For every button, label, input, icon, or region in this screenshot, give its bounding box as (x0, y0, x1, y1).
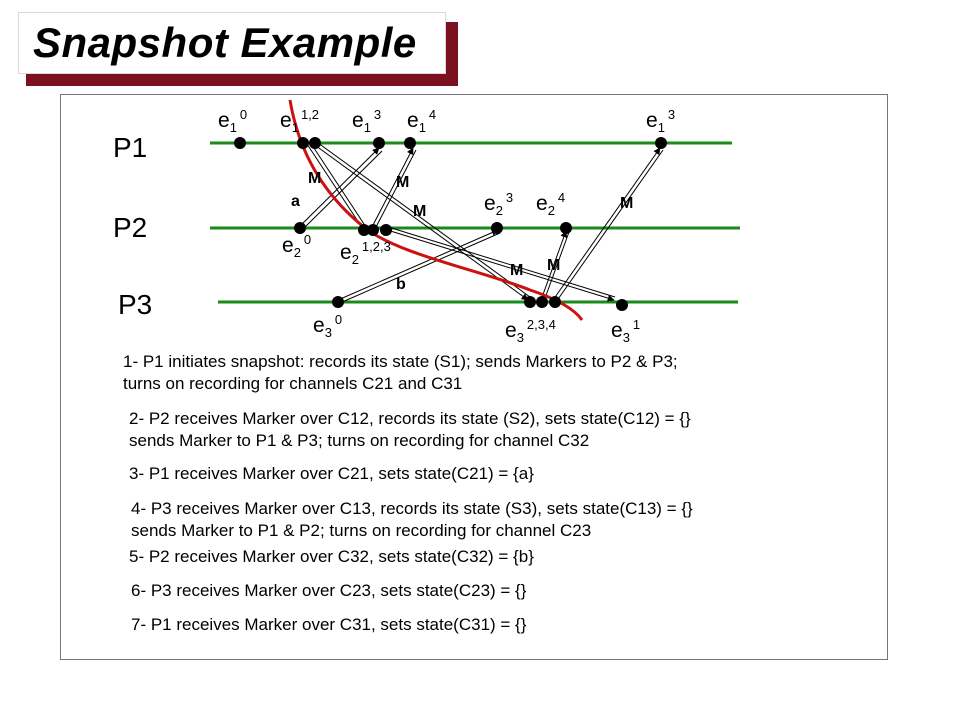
page-title: Snapshot Example (33, 19, 417, 66)
step-5-line-1: 5- P2 receives Marker over C32, sets sta… (129, 547, 534, 566)
label-e3-234: e32,3,4 (505, 317, 556, 345)
event-e3-0 (332, 296, 344, 308)
marker-label-1: M (308, 170, 321, 187)
title-box: Snapshot Example (18, 12, 458, 86)
event-e1-4 (404, 137, 416, 149)
event-e3-4 (549, 296, 561, 308)
step-2-line-1: 2- P2 receives Marker over C12, records … (129, 409, 691, 428)
marker-label-6: M (547, 257, 560, 274)
marker-p3-to-p2 (540, 230, 568, 301)
marker-label-4: M (620, 195, 633, 212)
message-label-b: b (396, 276, 406, 293)
event-e2-1 (358, 224, 370, 236)
marker-p2-to-p1 (371, 147, 414, 228)
label-e1-3b: e13 (646, 107, 675, 135)
event-e1-12a (297, 137, 309, 149)
marker-label-5: M (510, 262, 523, 279)
marker-p3-to-p1 (552, 147, 661, 301)
marker-p1-to-p2 (306, 143, 362, 227)
step-3-line-1: 3- P1 receives Marker over C21, sets sta… (129, 464, 534, 483)
diagram-frame (60, 94, 888, 660)
label-e1-0: e10 (218, 107, 247, 135)
step-7-line-1: 7- P1 receives Marker over C31, sets sta… (131, 615, 527, 634)
step-1-line-1: 1- P1 initiates snapshot: records its st… (123, 352, 678, 371)
event-e1-12b (309, 137, 321, 149)
label-e1-3a: e13 (352, 107, 381, 135)
label-e2-3: e23 (484, 190, 513, 218)
event-e2-0 (294, 222, 306, 234)
marker-label-3: M (413, 203, 426, 220)
event-e3-3 (536, 296, 548, 308)
label-e2-4: e24 (536, 190, 565, 218)
step-2-line-2: sends Marker to P1 & P3; turns on record… (129, 431, 590, 450)
process-label-p1: P1 (113, 132, 147, 163)
step-6-line-1: 6- P3 receives Marker over C23, sets sta… (131, 581, 527, 600)
label-e3-1: e31 (611, 317, 640, 345)
label-e2-0: e20 (282, 232, 311, 260)
label-e2-123: e21,2,3 (340, 239, 391, 267)
event-e2-4 (560, 222, 572, 234)
process-label-p3: P3 (118, 289, 152, 320)
marker-label-2: M (396, 174, 409, 191)
event-e3-2 (524, 296, 536, 308)
step-1-line-2: turns on recording for channels C21 and … (123, 374, 463, 393)
title-panel: Snapshot Example (18, 12, 446, 74)
event-e3-1 (616, 299, 628, 311)
process-label-p2: P2 (113, 212, 147, 243)
message-b (337, 229, 499, 301)
event-e2-3a (380, 224, 392, 236)
event-e1-0 (234, 137, 246, 149)
event-e2-3 (491, 222, 503, 234)
label-e1-12: e11,2 (280, 107, 319, 135)
step-4-line-2: sends Marker to P1 & P2; turns on record… (131, 521, 592, 540)
marker-p1-to-p3 (311, 142, 529, 301)
event-e1-3b (655, 137, 667, 149)
event-e1-3 (373, 137, 385, 149)
message-label-a: a (291, 193, 300, 210)
label-e1-4: e14 (407, 107, 436, 135)
label-e3-0: e30 (313, 312, 342, 340)
event-e2-2 (367, 224, 379, 236)
step-4-line-1: 4- P3 receives Marker over C13, records … (131, 499, 693, 518)
marker-p2-to-p3 (383, 228, 615, 302)
